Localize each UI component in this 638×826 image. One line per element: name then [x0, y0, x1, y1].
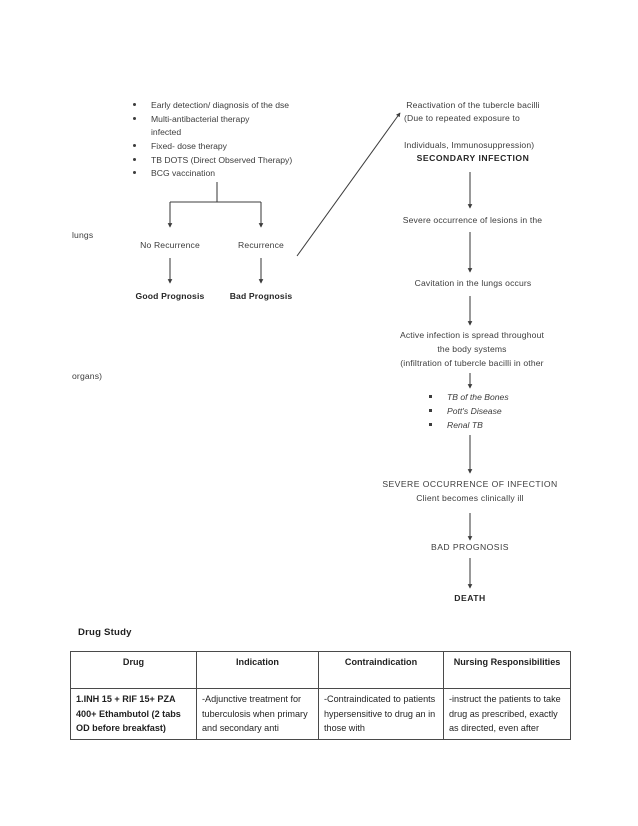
- column-header-nursing-responsibilities: Nursing Responsibilities: [443, 651, 571, 689]
- node-severe-lesions: Severe occurrence of lesions in the: [402, 215, 543, 225]
- node-secondary-infection: SECONDARY INFECTION: [416, 153, 530, 163]
- prevention-item-label: Fixed- dose therapy: [151, 141, 227, 151]
- bullet-square-icon: [429, 395, 433, 399]
- node-recurrence: Recurrence: [238, 240, 284, 250]
- cell-indication: -Adjunctive treatment for tuberculosis w…: [196, 688, 319, 740]
- node-active-infection-line1: Active infection is spread throughout: [399, 330, 545, 340]
- column-header-drug: Drug: [70, 651, 197, 689]
- lungs-side-label: lungs: [72, 230, 94, 240]
- node-active-infection-line3: (infiltration of tubercle bacilli in oth…: [400, 358, 544, 368]
- bullet-dot-icon: [133, 171, 137, 175]
- extrapulmonary-item-label: TB of the Bones: [447, 392, 509, 402]
- node-bad-prognosis-terminal: BAD PROGNOSIS: [431, 542, 509, 552]
- node-no-recurrence: No Recurrence: [140, 240, 200, 250]
- node-reactivation-line2: (Due to repeated exposure to: [404, 113, 520, 123]
- drug-study-title: Drug Study: [78, 627, 132, 638]
- extrapulmonary-item-label: Renal TB: [447, 420, 483, 430]
- extrapulmonary-item-label: Pott's Disease: [447, 406, 502, 416]
- bullet-dot-icon: [133, 117, 137, 121]
- node-cavitation: Cavitation in the lungs occurs: [414, 278, 532, 288]
- arrow-diagonal-to-reactivation: [296, 112, 401, 257]
- node-severe-occurrence: SEVERE OCCURRENCE OF INFECTION: [382, 479, 558, 489]
- cell-drug: 1.INH 15 + RIF 15+ PZA 400+ Ethambutol (…: [70, 688, 197, 740]
- bullet-square-icon: [429, 409, 433, 413]
- cell-nursing: -instruct the patients to take drug as p…: [443, 688, 571, 740]
- prevention-item-label: BCG vaccination: [151, 168, 216, 178]
- column-header-contraindication: Contraindication: [318, 651, 444, 689]
- left-fork-connector: [167, 182, 264, 228]
- bullet-dot-icon: [133, 144, 137, 148]
- table-row: 1.INH 15 + RIF 15+ PZA 400+ Ethambutol (…: [70, 688, 571, 740]
- prevention-item-label: TB DOTS (Direct Observed Therapy): [151, 155, 293, 165]
- prevention-item-label: Early detection/ diagnosis of the dse: [151, 100, 290, 110]
- node-good-prognosis: Good Prognosis: [135, 291, 205, 301]
- cell-contraindication: -Contraindicated to patients hypersensit…: [318, 688, 444, 740]
- node-bad-prognosis: Bad Prognosis: [229, 291, 293, 301]
- bullet-dot-icon: [133, 103, 137, 107]
- prevention-item-label: Multi-antibacterial therapy: [151, 114, 250, 124]
- node-organs-continuation: organs): [72, 371, 103, 381]
- bullet-dot-icon: [133, 158, 137, 162]
- node-death: DEATH: [454, 593, 486, 603]
- continuation-label: infected: [151, 127, 182, 137]
- node-reactivation-line1: Reactivation of the tubercle bacilli: [406, 100, 540, 110]
- drug-study-table: Drug Indication Contraindication Nursing…: [70, 651, 571, 740]
- table-header-row: Drug Indication Contraindication Nursing…: [70, 651, 571, 689]
- node-client-becomes-ill: Client becomes clinically ill: [416, 493, 524, 503]
- column-header-indication: Indication: [196, 651, 319, 689]
- bullet-square-icon: [429, 423, 433, 427]
- node-active-infection-line2: the body systems: [437, 344, 507, 354]
- node-reactivation-line3: Individuals, Immunosuppression): [404, 140, 535, 150]
